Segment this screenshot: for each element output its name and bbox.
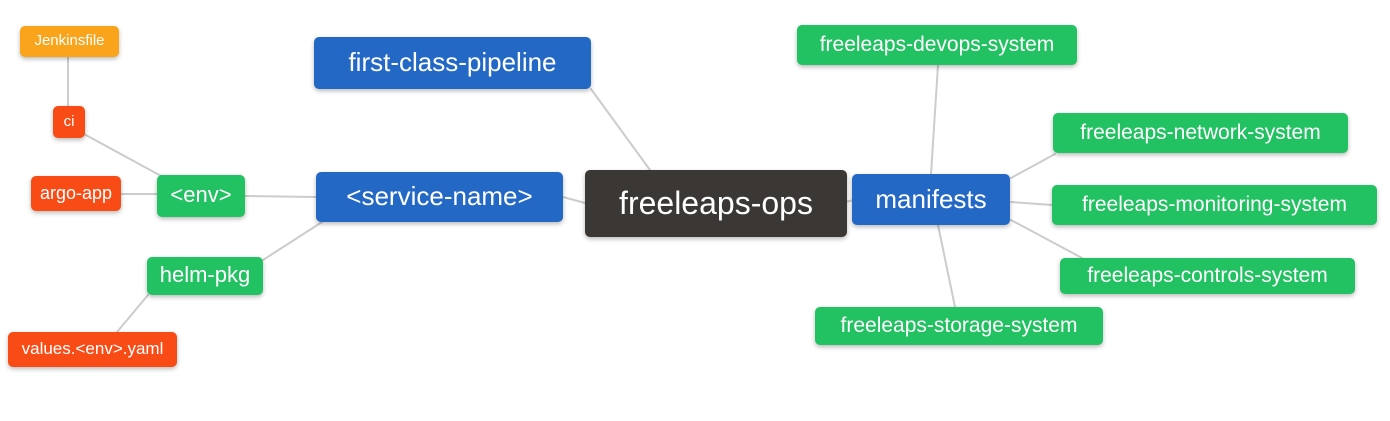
edge-helm-pkg--values-env-yaml: [116, 294, 149, 333]
edge-manifests--devops-system: [930, 64, 939, 175]
node-argo-app[interactable]: argo-app: [31, 176, 121, 211]
node-label: freeleaps-ops: [619, 184, 813, 221]
edge-manifests--storage-system: [937, 224, 956, 308]
node-helm-pkg[interactable]: helm-pkg: [147, 257, 263, 295]
node-ci[interactable]: ci: [53, 106, 85, 138]
edge-env--service-name: [244, 195, 317, 198]
node-label: helm-pkg: [159, 262, 251, 287]
edge-first-class-pipeline--freeleaps-ops: [590, 88, 651, 171]
node-manifests[interactable]: manifests: [852, 174, 1010, 225]
edge-service-name--helm-pkg: [262, 221, 323, 261]
node-label: ci: [63, 112, 75, 130]
node-label: Jenkinsfile: [34, 32, 105, 49]
edge-manifests--network-system: [1010, 153, 1056, 179]
node-label: <service-name>: [346, 181, 533, 211]
node-label: manifests: [875, 183, 987, 214]
node-label: values.<env>.yaml: [21, 339, 164, 358]
node-label: freeleaps-devops-system: [819, 32, 1055, 56]
edge-manifests--monitoring-system: [1010, 201, 1053, 206]
node-values-env-yaml[interactable]: values.<env>.yaml: [8, 332, 177, 367]
node-freeleaps-ops[interactable]: freeleaps-ops: [585, 170, 847, 237]
edge-ci--env: [83, 133, 164, 178]
node-monitoring-system[interactable]: freeleaps-monitoring-system: [1052, 185, 1377, 225]
node-label: <env>: [170, 182, 232, 207]
node-storage-system[interactable]: freeleaps-storage-system: [815, 307, 1103, 345]
node-devops-system[interactable]: freeleaps-devops-system: [797, 25, 1077, 65]
node-first-class-pipeline[interactable]: first-class-pipeline: [314, 37, 591, 89]
node-label: argo-app: [39, 182, 113, 203]
node-network-system[interactable]: freeleaps-network-system: [1053, 113, 1348, 153]
node-jenkinsfile[interactable]: Jenkinsfile: [20, 26, 119, 57]
node-label: freeleaps-storage-system: [840, 313, 1078, 337]
node-label: first-class-pipeline: [348, 47, 557, 77]
edge-manifests--controls-system: [1010, 219, 1083, 259]
node-env[interactable]: <env>: [157, 175, 245, 217]
node-label: freeleaps-controls-system: [1087, 263, 1328, 287]
node-label: freeleaps-monitoring-system: [1082, 192, 1347, 216]
edge-service-name--freeleaps-ops: [562, 196, 586, 204]
node-label: freeleaps-network-system: [1080, 120, 1321, 144]
node-service-name[interactable]: <service-name>: [316, 172, 563, 222]
node-controls-system[interactable]: freeleaps-controls-system: [1060, 258, 1355, 294]
